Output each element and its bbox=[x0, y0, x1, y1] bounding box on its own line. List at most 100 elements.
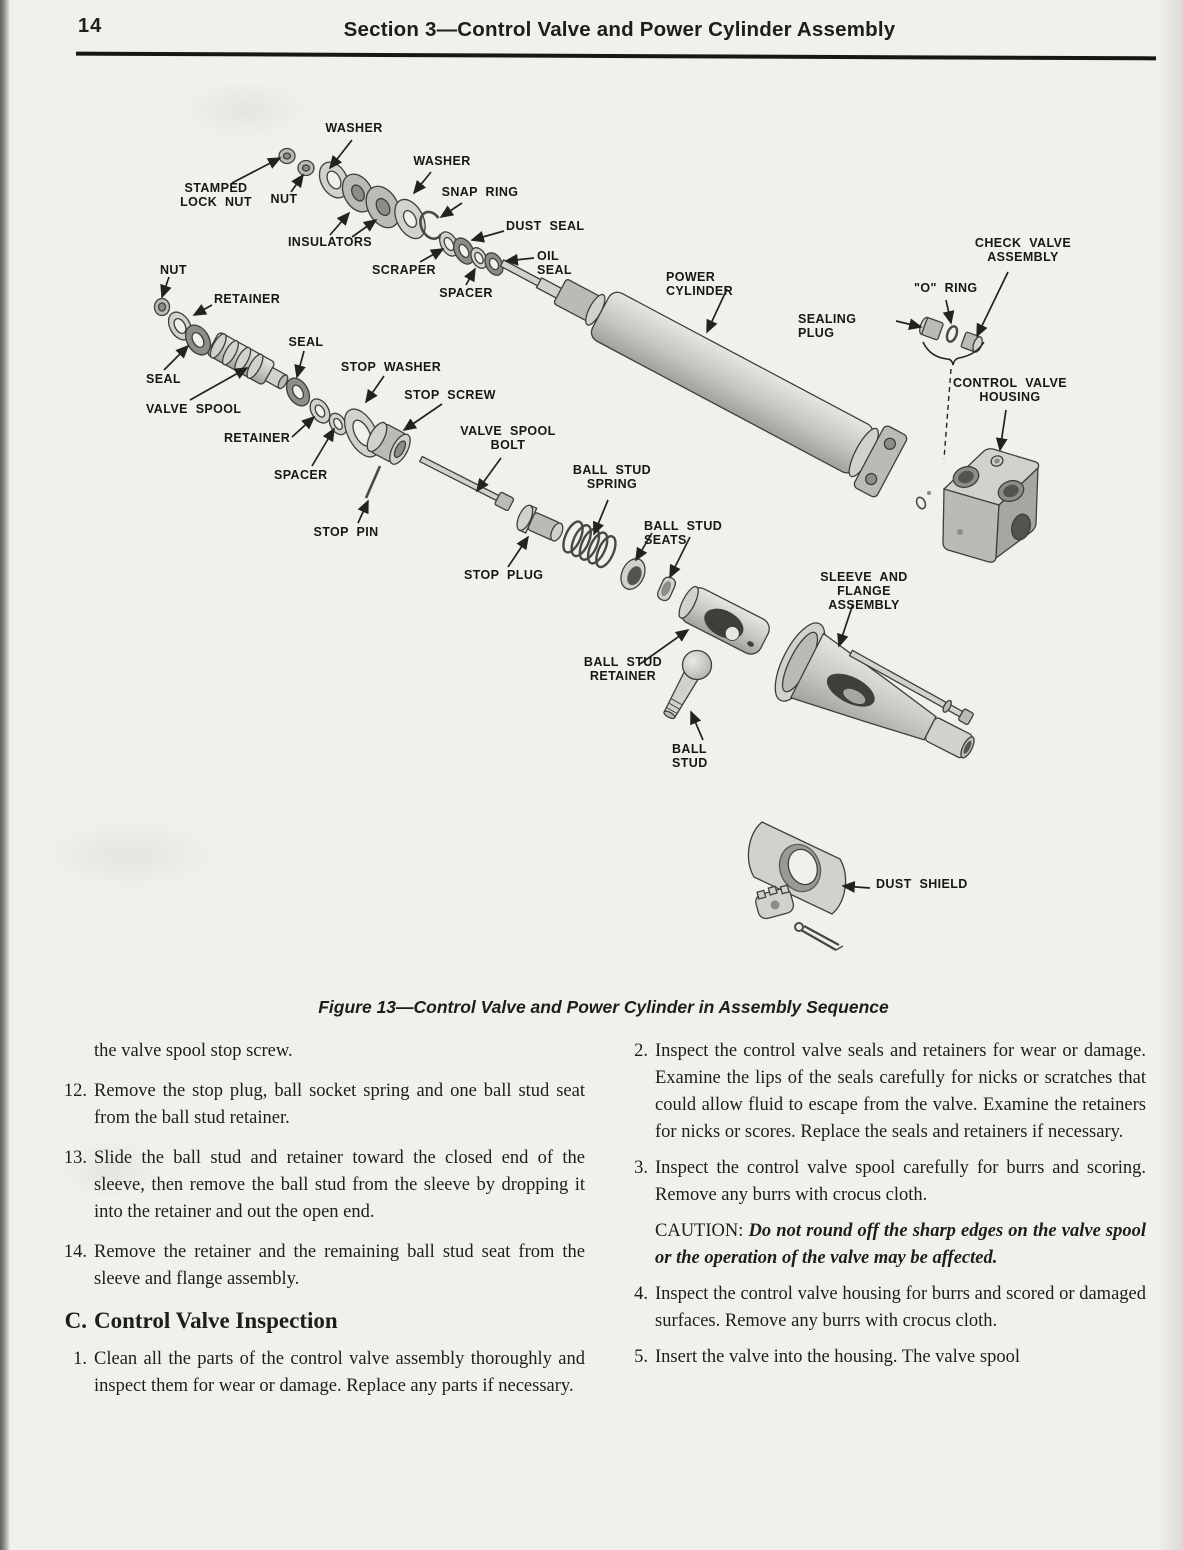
item-number: 1. bbox=[73, 1349, 87, 1369]
part-label-ball-stud-spring: BALL STUD SPRING bbox=[572, 463, 652, 491]
part-label-ball-stud: BALL STUD bbox=[672, 742, 708, 770]
part-label-ball-stud-seats: BALL STUD SEATS bbox=[644, 519, 723, 547]
small-o-ring-part bbox=[915, 491, 931, 510]
caution-body: Do not round off the sharp edges on the … bbox=[655, 1221, 1147, 1268]
ball-stud-seat-part bbox=[620, 558, 646, 590]
item-text: Remove the retainer and the remaining ba… bbox=[94, 1242, 585, 1289]
part-label-nut-left: NUT bbox=[160, 263, 187, 277]
spacer-mid-part bbox=[328, 412, 348, 436]
part-label-stop-plug: STOP PLUG bbox=[464, 568, 544, 582]
leader-arrows bbox=[160, 139, 1009, 893]
dust-seal-part bbox=[453, 237, 475, 265]
cotter-pin-part bbox=[794, 922, 844, 952]
item-number: 5. bbox=[634, 1347, 648, 1367]
scan-smudge bbox=[180, 80, 310, 140]
caution-text: CAUTION: Do not round off the sharp edge… bbox=[655, 1218, 1146, 1272]
page-number: 14 bbox=[78, 15, 103, 37]
snap-ring-part bbox=[419, 210, 443, 240]
item-number: 14. bbox=[63, 1242, 87, 1262]
control-valve-housing-part bbox=[942, 448, 1040, 563]
stop-screw-part bbox=[366, 421, 411, 465]
part-label-check-valve-assembly: CHECK VALVE ASSEMBLY bbox=[974, 236, 1072, 264]
item-text: Remove the stop plug, ball socket spring… bbox=[94, 1081, 585, 1128]
page-right-shade bbox=[1157, 0, 1183, 1550]
part-label-retainer-mid: RETAINER bbox=[224, 431, 291, 445]
part-label-dust-seal: DUST SEAL bbox=[506, 219, 585, 233]
stamped-lock-nut-part bbox=[278, 147, 296, 165]
seal-mid-part bbox=[285, 377, 311, 407]
power-cylinder-part bbox=[553, 279, 908, 498]
ball-stud-spring-part bbox=[562, 520, 617, 569]
part-label-stamped-lock-nut: STAMPED LOCK NUT bbox=[180, 181, 252, 209]
part-label-snap-ring: SNAP RING bbox=[441, 185, 519, 199]
stop-pin-part bbox=[364, 465, 382, 499]
caution-prefix: CAUTION: bbox=[655, 1221, 744, 1241]
part-label-washer-top: WASHER bbox=[325, 121, 383, 135]
nut-upper-part bbox=[297, 159, 315, 177]
part-label-washer-right: WASHER bbox=[413, 154, 471, 168]
check-valve-part bbox=[960, 331, 983, 353]
oil-seal-part bbox=[484, 252, 504, 276]
item-number: 3. bbox=[634, 1158, 648, 1178]
valve-spool-part bbox=[207, 332, 289, 390]
ball-stud-seat-part bbox=[656, 576, 677, 602]
washer-part bbox=[394, 198, 426, 240]
part-label-stop-washer: STOP WASHER bbox=[340, 360, 442, 374]
section-title: Section 3—Control Valve and Power Cylind… bbox=[343, 18, 896, 41]
sleeve-rod-part bbox=[848, 649, 974, 726]
part-label-scraper: SCRAPER bbox=[372, 263, 436, 277]
part-label-dust-shield: DUST SHIELD bbox=[876, 877, 968, 891]
item-number: 12. bbox=[63, 1081, 87, 1101]
part-label-valve-spool-bolt: VALVE SPOOL BOLT bbox=[460, 424, 556, 452]
instruction-item-1: 1. Clean all the parts of the control va… bbox=[57, 1346, 585, 1400]
item-text: Slide the ball stud and retainer toward … bbox=[94, 1148, 585, 1222]
spacer-part bbox=[470, 247, 488, 269]
stop-plug-part bbox=[516, 504, 564, 542]
dust-shield-part bbox=[747, 821, 847, 915]
part-label-ball-stud-retainer: BALL STUD RETAINER bbox=[583, 655, 663, 683]
part-label-nut-upper: NUT bbox=[270, 192, 298, 206]
item-text: Clean all the parts of the control valve… bbox=[94, 1349, 585, 1396]
washer-part bbox=[318, 161, 350, 199]
right-column: 2. Inspect the control valve seals and r… bbox=[622, 1038, 1146, 1380]
item-text: Inspect the control valve spool carefull… bbox=[655, 1158, 1146, 1205]
item-text: Inspect the control valve seals and reta… bbox=[655, 1041, 1146, 1142]
section-heading-c: C. Control Valve Inspection bbox=[57, 1306, 585, 1336]
instruction-item-4: 4. Inspect the control valve housing for… bbox=[622, 1281, 1146, 1335]
instruction-item-12: 12. Remove the stop plug, ball socket sp… bbox=[57, 1078, 585, 1132]
scan-smudge bbox=[60, 1140, 160, 1200]
instruction-item-3: 3. Inspect the control valve spool caref… bbox=[622, 1155, 1146, 1209]
instruction-item-2: 2. Inspect the control valve seals and r… bbox=[622, 1038, 1146, 1146]
part-label-spacer-upper: SPACER bbox=[439, 286, 493, 300]
part-label-insulators: INSULATORS bbox=[287, 235, 373, 249]
part-label-seal-left: SEAL bbox=[146, 372, 181, 386]
item-text: Insert the valve into the housing. The v… bbox=[655, 1347, 1020, 1367]
part-label-stop-pin: STOP PIN bbox=[313, 525, 379, 539]
alignment-dashed-line bbox=[943, 368, 952, 460]
left-column: the valve spool stop screw. 12. Remove t… bbox=[57, 1038, 585, 1413]
sealing-plug-part bbox=[919, 316, 944, 341]
item-number-empty bbox=[57, 1038, 87, 1065]
caution-note: CAUTION: Do not round off the sharp edge… bbox=[622, 1218, 1146, 1272]
section-heading-title: Control Valve Inspection bbox=[94, 1308, 338, 1333]
item-number: 2. bbox=[634, 1041, 648, 1061]
section-heading-letter: C. bbox=[64, 1308, 87, 1333]
instruction-item-13: 13. Slide the ball stud and retainer tow… bbox=[57, 1145, 585, 1226]
castle-nut-part bbox=[755, 884, 795, 920]
continuation-text: the valve spool stop screw. bbox=[94, 1041, 293, 1061]
part-label-valve-spool: VALVE SPOOL bbox=[146, 402, 242, 416]
sleeve-and-flange-part bbox=[774, 622, 975, 759]
item-number: 4. bbox=[634, 1284, 648, 1304]
scan-edge-strip bbox=[0, 0, 10, 1550]
item-number-empty bbox=[622, 1218, 648, 1272]
part-label-seal-mid: SEAL bbox=[288, 335, 324, 349]
figure-caption: Figure 13—Control Valve and Power Cylind… bbox=[318, 997, 889, 1017]
part-label-stop-screw: STOP SCREW bbox=[404, 388, 496, 402]
part-label-power-cylinder: POWER CYLINDER bbox=[666, 270, 734, 298]
o-ring-part bbox=[945, 325, 959, 343]
nut-left-part bbox=[153, 297, 171, 317]
part-label-spacer-mid: SPACER bbox=[274, 468, 328, 482]
continuation-line: the valve spool stop screw. bbox=[57, 1038, 585, 1065]
